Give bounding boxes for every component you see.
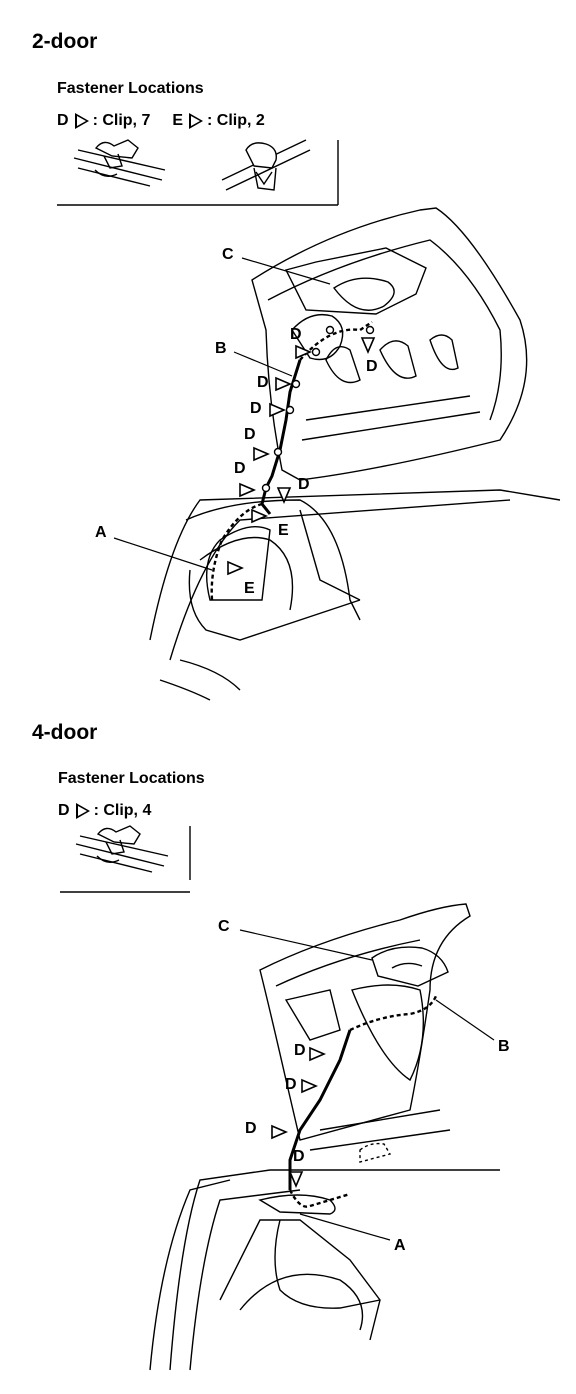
callout-d: D <box>245 1120 257 1137</box>
four-door-title: 4-door <box>32 721 98 744</box>
callout-d: D <box>290 326 302 343</box>
legend-item-e: E : Clip, 2 <box>172 112 265 130</box>
callout-d: D <box>244 426 256 443</box>
callout-d: D <box>257 374 269 391</box>
four-door-legend: D : Clip, 4 <box>58 802 173 820</box>
callout-d: D <box>250 400 262 417</box>
callout-d: D <box>293 1148 305 1165</box>
callout-d: D <box>366 358 378 375</box>
callout-a: A <box>95 524 107 541</box>
legend-letter: D <box>58 802 70 819</box>
callout-b: B <box>215 340 227 357</box>
clip-triangle-icon <box>74 113 89 129</box>
legend-text: : Clip, 7 <box>92 112 151 129</box>
callout-c: C <box>222 246 234 263</box>
clip-d-illustration <box>75 825 169 873</box>
clip-triangle-icon <box>189 113 204 129</box>
callout-d: D <box>294 1042 306 1059</box>
two-door-fastener-title: Fastener Locations <box>57 80 204 97</box>
legend-letter: E <box>172 112 184 129</box>
clip-triangle-icon <box>75 803 90 819</box>
callout-d: D <box>298 476 310 493</box>
clip-e-illustration <box>221 139 311 191</box>
two-door-title: 2-door <box>32 30 98 53</box>
two-door-legend-box <box>57 139 339 206</box>
legend-letter: D <box>57 112 69 129</box>
legend-item-d: D : Clip, 7 <box>57 112 150 130</box>
four-door-legend-box <box>60 825 191 893</box>
callout-e: E <box>278 522 289 539</box>
legend-text: : Clip, 2 <box>207 112 265 129</box>
legend-item-d: D : Clip, 4 <box>58 802 151 820</box>
clip-d-illustration <box>73 139 166 187</box>
callout-d: D <box>285 1076 297 1093</box>
four-door-fastener-title: Fastener Locations <box>58 770 205 787</box>
two-door-trunk-illustration <box>113 207 561 701</box>
callout-a: A <box>394 1237 406 1254</box>
callout-e: E <box>244 580 255 597</box>
callout-c: C <box>218 918 230 935</box>
callout-b: B <box>498 1038 510 1055</box>
two-door-legend: D : Clip, 7 E : Clip, 2 <box>57 112 287 130</box>
legend-text: : Clip, 4 <box>93 802 152 819</box>
callout-d: D <box>234 460 246 477</box>
four-door-trunk-illustration <box>149 903 500 1371</box>
